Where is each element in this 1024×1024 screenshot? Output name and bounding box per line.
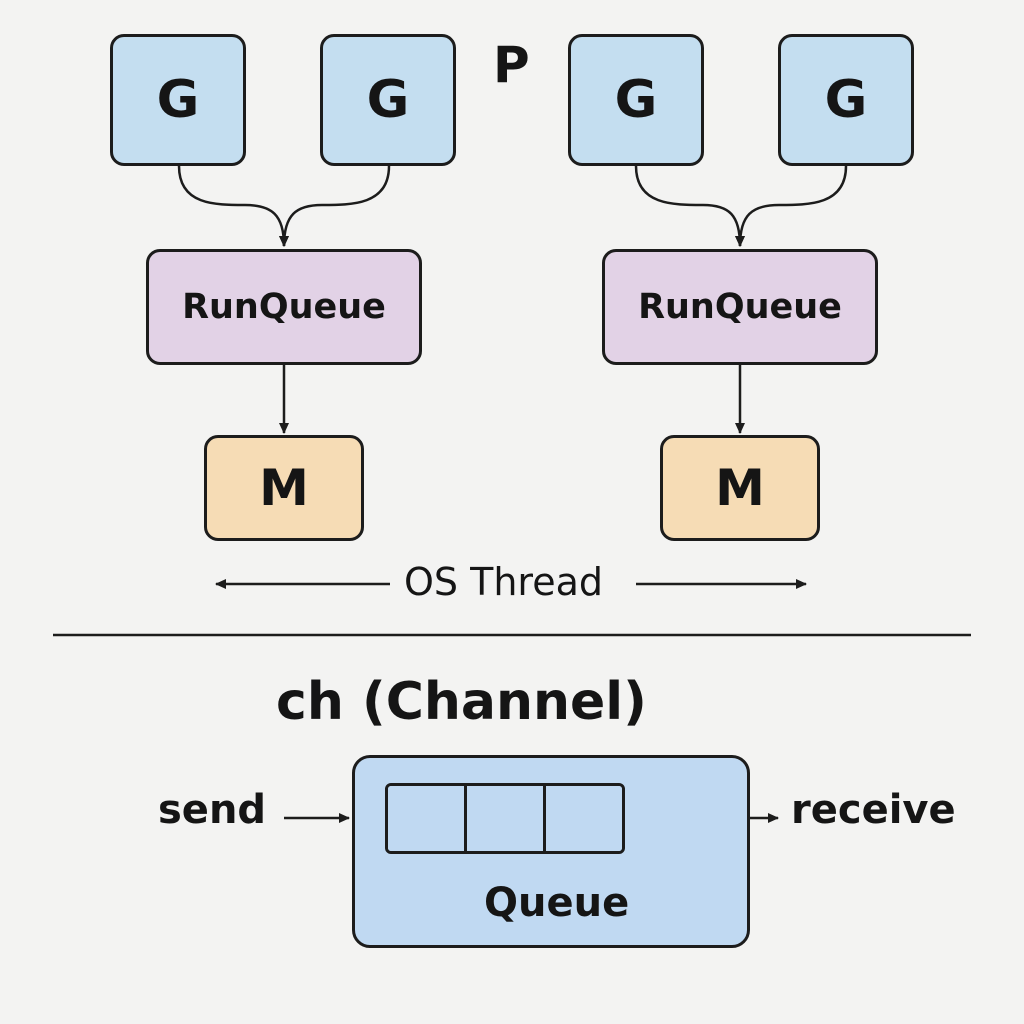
goroutine-node-right-2: G xyxy=(778,34,914,166)
edge-right-g2-to-runqueue xyxy=(735,165,848,247)
edge-left-g2-to-runqueue xyxy=(279,165,391,247)
machine-node-left: M xyxy=(204,435,364,541)
edge-left-g1-to-runqueue xyxy=(177,165,289,247)
goroutine-node-right-1: G xyxy=(568,34,704,166)
channel-buffer xyxy=(385,783,625,854)
goroutine-node-left-2: G xyxy=(320,34,456,166)
buffer-slot-3 xyxy=(546,786,622,851)
queue-label: Queue xyxy=(484,880,630,926)
send-label: send xyxy=(158,787,267,833)
buffer-slot-2 xyxy=(467,786,546,851)
goroutine-node-left-1: G xyxy=(110,34,246,166)
channel-title: ch (Channel) xyxy=(276,672,647,732)
run-queue-node-right: RunQueue xyxy=(602,249,878,365)
os-thread-label: OS Thread xyxy=(404,560,603,604)
edge-right-g1-to-runqueue xyxy=(634,165,745,247)
buffer-slot-1 xyxy=(388,786,467,851)
run-queue-node-left: RunQueue xyxy=(146,249,422,365)
receive-label: receive xyxy=(791,787,956,833)
p-label: P xyxy=(493,36,530,94)
machine-node-right: M xyxy=(660,435,820,541)
